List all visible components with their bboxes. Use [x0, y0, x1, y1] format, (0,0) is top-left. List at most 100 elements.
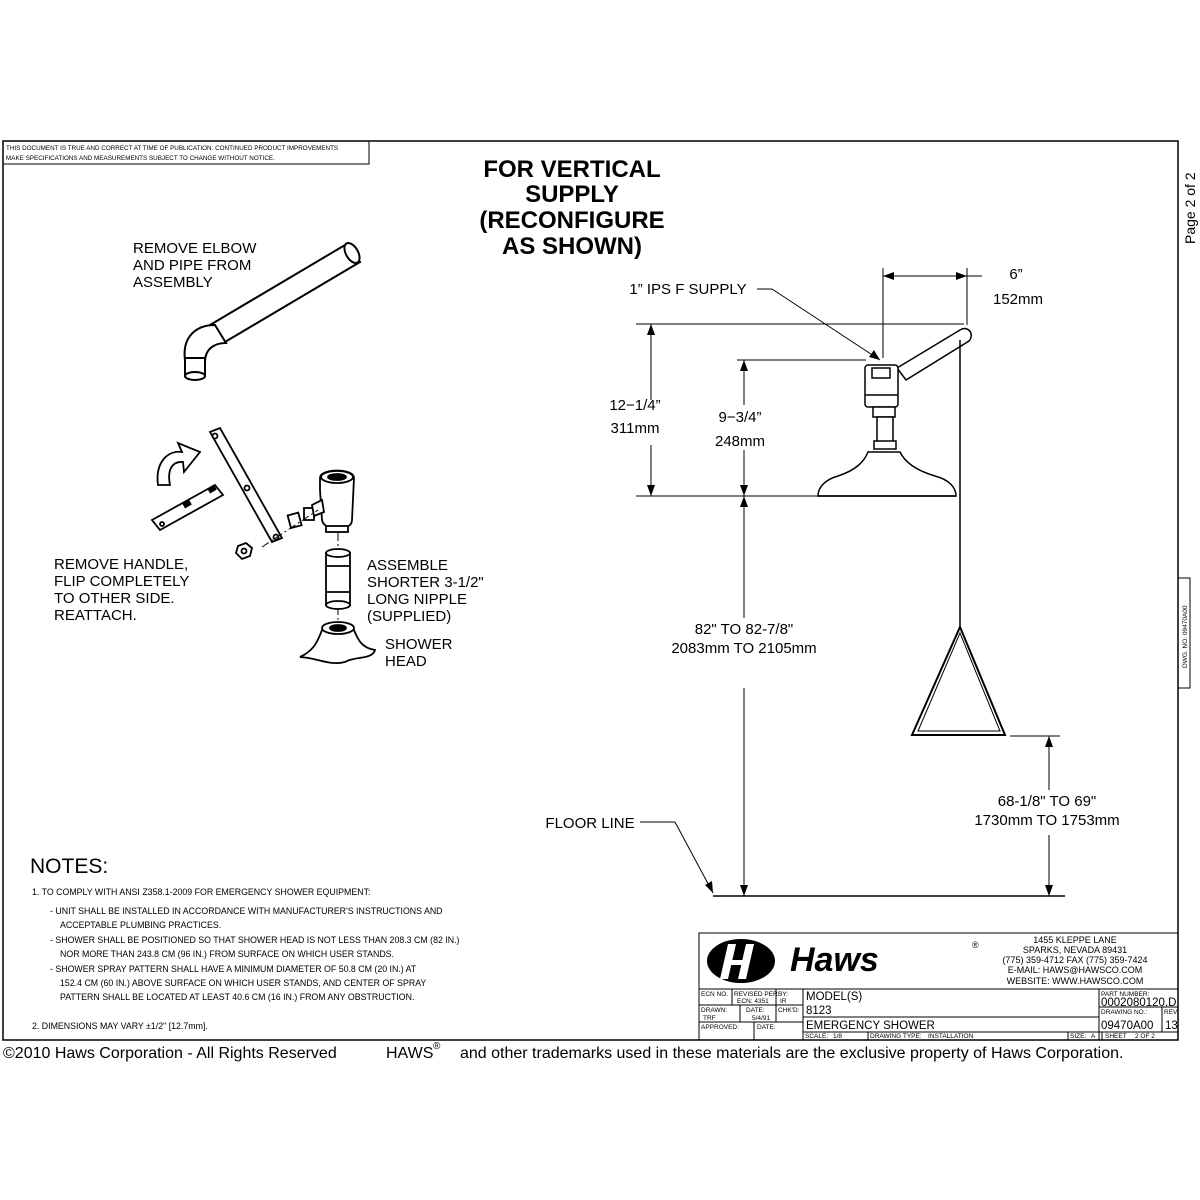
svg-text:REMOVE HANDLE,: REMOVE HANDLE, — [54, 556, 188, 573]
svg-text:1455 KLEPPE LANE: 1455 KLEPPE LANE — [1033, 935, 1117, 945]
heading-line-3: (RECONFIGURE — [479, 207, 664, 234]
note-line-8: PATTERN SHALL BE LOCATED AT LEAST 40.6 C… — [60, 992, 414, 1002]
svg-text:TRF: TRF — [703, 1015, 716, 1022]
svg-text:REV.: REV. — [1164, 1009, 1179, 1016]
note-line-7: 152.4 CM (60 IN.) ABOVE SURFACE ON WHICH… — [60, 978, 426, 988]
svg-text:ECN NO.: ECN NO. — [701, 991, 728, 998]
offset-mm-label: 152mm — [993, 291, 1043, 308]
flip-arrow-icon — [156, 441, 202, 486]
svg-text:(775) 359-4712 FAX (775) 3: (775) 359-4712 FAX (775) 359-7424 — [1002, 955, 1147, 965]
note-line-3: ACCEPTABLE PLUMBING PRACTICES. — [60, 920, 221, 930]
remove-elbow-callout: REMOVE ELBOW AND PIPE FROM ASSEMBLY — [133, 240, 257, 291]
footer-trademark-text: and other trademarks used in these mater… — [460, 1045, 1123, 1062]
svg-text:PART NUMBER:: PART NUMBER: — [1101, 991, 1150, 998]
height-a-in-label: 12−1/4” — [609, 397, 660, 414]
part-number-value: 0002080120.D — [1101, 997, 1176, 1009]
height-b-mm-label: 248mm — [715, 433, 765, 450]
note-line-6: - SHOWER SPRAY PATTERN SHALL HAVE A MINI… — [50, 964, 417, 974]
assemble-callout: ASSEMBLE SHORTER 3-1/2" LONG NIPPLE (SUP… — [367, 557, 484, 625]
product-name: EMERGENCY SHOWER — [806, 1020, 935, 1032]
shower-head-callout: SHOWER HEAD — [385, 636, 453, 670]
drawing-number-value: 09470A00 — [1101, 1020, 1153, 1032]
svg-text:LONG NIPPLE: LONG NIPPLE — [367, 591, 467, 608]
notes-section: NOTES: 1. TO COMPLY WITH ANSI Z358.1-200… — [30, 855, 460, 1031]
heading-line-4: AS SHOWN) — [502, 233, 642, 260]
haws-logo: Haws ® — [707, 939, 979, 983]
svg-text:SHEET: SHEET — [1105, 1033, 1127, 1040]
svg-text:ASSEMBLE: ASSEMBLE — [367, 557, 448, 574]
heading-line-2: SUPPLY — [525, 181, 619, 208]
svg-text:E-MAIL: HAWS@HAWSCO.COM: E-MAIL: HAWS@HAWSCO.COM — [1008, 965, 1142, 975]
footer-registered-mark: ® — [433, 1041, 441, 1052]
disclaimer-line-1: THIS DOCUMENT IS TRUE AND CORRECT AT TIM… — [6, 145, 338, 152]
page-label: Page 2 of 2 — [1182, 172, 1198, 244]
footer-trademark-brand: HAWS — [386, 1045, 433, 1062]
nipple-illustration — [325, 548, 351, 610]
svg-text:DRAWN:: DRAWN: — [701, 1007, 727, 1014]
pull-height-mm-label: 1730mm TO 1753mm — [974, 812, 1119, 829]
svg-text:REVISED PER: REVISED PER — [734, 991, 778, 998]
svg-text:DRAWING TYPE:: DRAWING TYPE: — [870, 1033, 922, 1040]
head-height-mm-label: 2083mm TO 2105mm — [671, 640, 816, 657]
svg-text:HEAD: HEAD — [385, 653, 427, 670]
svg-text:AND PIPE FROM: AND PIPE FROM — [133, 257, 251, 274]
svg-text:DATE:: DATE: — [746, 1007, 765, 1014]
svg-text:DATE:: DATE: — [757, 1024, 776, 1031]
elbow-pipe-illustration — [183, 242, 362, 381]
svg-text:5/4/91: 5/4/91 — [752, 1015, 770, 1022]
footer: ©2010 Haws Corporation - All Rights Rese… — [3, 1041, 1123, 1062]
brand-wordmark: Haws — [790, 941, 879, 979]
svg-text:IR: IR — [780, 998, 787, 1005]
offset-in-label: 6” — [1009, 266, 1022, 283]
disclaimer-line-2: MAKE SPECIFICATIONS AND MEASUREMENTS SUB… — [6, 155, 275, 162]
svg-text:APPROVED:: APPROVED: — [701, 1024, 739, 1031]
models-label: MODEL(S) — [806, 991, 862, 1003]
floor-line-label: FLOOR LINE — [545, 815, 634, 832]
heading-line-1: FOR VERTICAL — [483, 156, 660, 183]
svg-text:DWG. NO. 09470A00: DWG. NO. 09470A00 — [1182, 605, 1189, 668]
brand-registered-mark: ® — [972, 940, 979, 950]
title-block: Haws ® 1455 KLEPPE LANE SPARKS, NEVADA 8… — [698, 932, 1179, 1041]
page-heading: FOR VERTICAL SUPPLY (RECONFIGURE AS SHOW… — [479, 156, 664, 260]
head-height-in-label: 82" TO 82-7/8" — [695, 621, 794, 638]
revision-value: 13 — [1165, 1020, 1178, 1032]
svg-text:REATTACH.: REATTACH. — [54, 607, 137, 624]
svg-text:A: A — [1091, 1033, 1096, 1040]
svg-text:1/8: 1/8 — [833, 1033, 842, 1040]
svg-text:DRAWING NO.:: DRAWING NO.: — [1101, 1009, 1148, 1016]
dimension-arrowheads — [647, 272, 1053, 896]
svg-text:SHORTER 3-1/2": SHORTER 3-1/2" — [367, 574, 484, 591]
shower-head-illustration — [299, 621, 377, 664]
footer-copyright: ©2010 Haws Corporation - All Rights Rese… — [3, 1045, 337, 1062]
notes-title: NOTES: — [30, 855, 108, 878]
note-line-5: NOR MORE THAN 243.8 CM (96 IN.) FROM SUR… — [60, 949, 394, 959]
svg-text:ASSEMBLY: ASSEMBLY — [133, 274, 213, 291]
svg-text:SCALE:: SCALE: — [805, 1033, 828, 1040]
model-value: 8123 — [806, 1005, 832, 1017]
note-2: 2. DIMENSIONS MAY VARY ±1/2" [12.7mm]. — [32, 1021, 208, 1031]
handle-valve-illustration — [150, 426, 355, 561]
supply-label: 1” IPS F SUPPLY — [629, 281, 746, 298]
disclaimer-box: THIS DOCUMENT IS TRUE AND CORRECT AT TIM… — [2, 140, 370, 165]
svg-text:WEBSITE: WWW.HAWSCO.COM: WEBSITE: WWW.HAWSCO.COM — [1007, 976, 1144, 986]
shower-elevation — [817, 327, 1007, 736]
svg-text:CHK'D:: CHK'D: — [778, 1007, 800, 1014]
note-line-2: - UNIT SHALL BE INSTALLED IN ACCORDANCE … — [50, 906, 443, 916]
note-line-1: 1. TO COMPLY WITH ANSI Z358.1-2009 FOR E… — [32, 887, 370, 897]
svg-text:REMOVE ELBOW: REMOVE ELBOW — [133, 240, 257, 257]
pull-height-in-label: 68-1/8" TO 69" — [998, 793, 1097, 810]
remove-handle-callout: REMOVE HANDLE, FLIP COMPLETELY TO OTHER … — [54, 556, 189, 624]
svg-text:FLIP COMPLETELY: FLIP COMPLETELY — [54, 573, 189, 590]
dimension-labels: 1” IPS F SUPPLY 6” 152mm 12−1/4” 311mm 9… — [545, 266, 1119, 832]
svg-text:SPARKS, NEVADA 89431: SPARKS, NEVADA 89431 — [1023, 945, 1127, 955]
svg-text:INSTALLATION: INSTALLATION — [928, 1033, 974, 1040]
height-b-in-label: 9−3/4” — [719, 409, 762, 426]
svg-text:SIZE:: SIZE: — [1070, 1033, 1086, 1040]
svg-text:2 OF 2: 2 OF 2 — [1135, 1033, 1155, 1040]
svg-text:SHOWER: SHOWER — [385, 636, 453, 653]
svg-text:ECN: 4351: ECN: 4351 — [737, 998, 769, 1005]
height-a-mm-label: 311mm — [611, 420, 660, 437]
svg-text:BY:: BY: — [778, 991, 788, 998]
svg-text:TO OTHER SIDE.: TO OTHER SIDE. — [54, 590, 175, 607]
